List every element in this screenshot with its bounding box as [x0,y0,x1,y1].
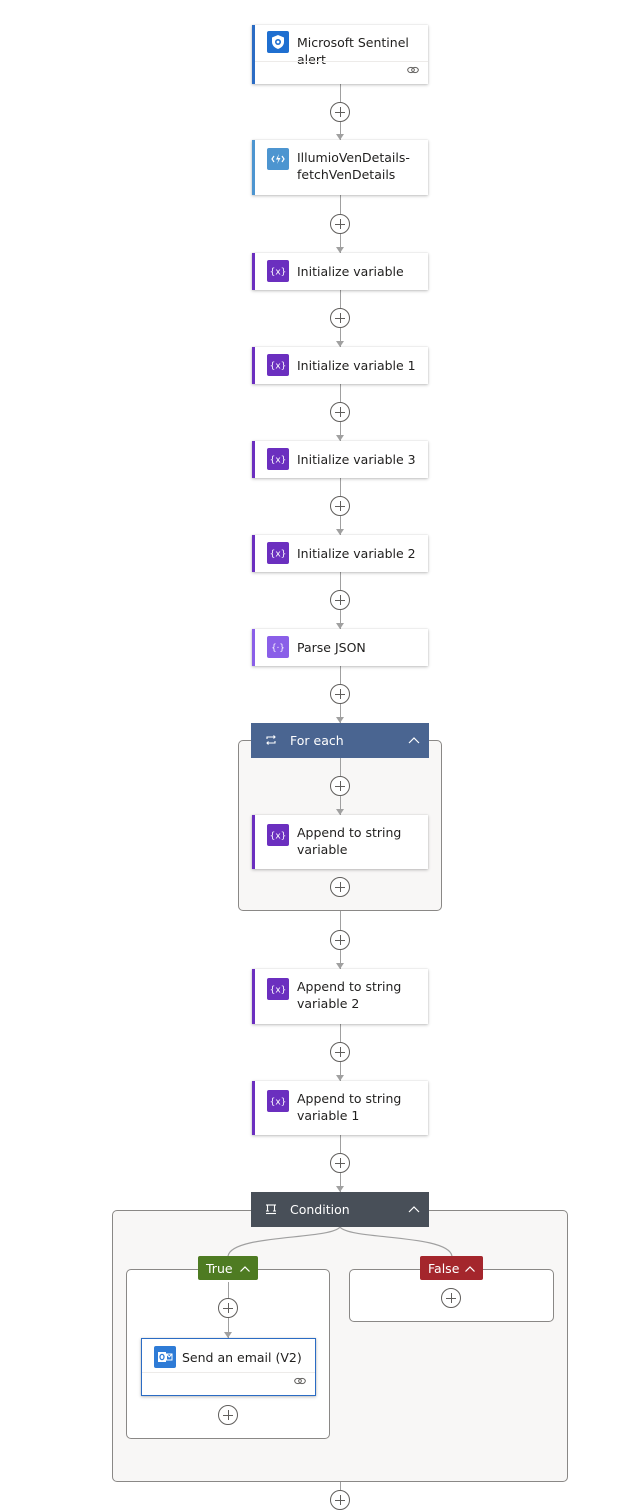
add-step-button[interactable] [330,930,350,950]
chevron-up-icon[interactable] [464,1262,476,1277]
parse-json-card[interactable]: {·} Parse JSON [252,629,428,666]
step-title: Initialize variable 1 [297,358,416,373]
svg-text:{x}: {x} [270,1098,286,1108]
add-step-button[interactable] [330,496,350,516]
link-icon[interactable] [407,59,419,78]
link-icon[interactable] [294,1370,306,1389]
true-branch-tag[interactable]: True [198,1256,258,1280]
condition-header[interactable]: Condition [251,1192,429,1227]
add-step-button[interactable] [330,1153,350,1173]
step-title: Append to string variable [297,825,402,857]
add-step-button[interactable] [218,1298,238,1318]
add-step-button[interactable] [330,1490,350,1510]
add-step-button[interactable] [330,684,350,704]
step-title: Append to string variable 1 [297,1091,402,1123]
step-title: Initialize variable 2 [297,546,416,561]
chevron-up-icon[interactable] [407,1202,421,1217]
step-title: Microsoft Sentinel alert [297,35,409,67]
add-step-button[interactable] [330,776,350,796]
card-footer [255,61,428,84]
svg-text:{x}: {x} [270,986,286,996]
append-string-variable-2-card[interactable]: {x} Append to string variable 2 [252,969,428,1024]
svg-text:{x}: {x} [270,362,286,372]
step-title: IllumioVenDetails- fetchVenDetails [297,150,410,182]
svg-text:{·}: {·} [271,644,285,654]
step-title: Send an email (V2) [182,1350,302,1365]
false-branch-label: False [428,1261,460,1276]
for-each-label: For each [290,733,344,748]
condition-icon [265,1203,277,1218]
variable-braces-icon: {x} [267,260,289,282]
json-braces-icon: {·} [267,636,289,658]
add-step-button[interactable] [330,590,350,610]
append-string-variable-1-card[interactable]: {x} Append to string variable 1 [252,1081,428,1135]
initialize-variable-3-card[interactable]: {x} Initialize variable 3 [252,441,428,478]
step-title: Initialize variable 3 [297,452,416,467]
variable-braces-icon: {x} [267,542,289,564]
variable-braces-icon: {x} [267,978,289,1000]
condition-label: Condition [290,1202,350,1217]
step-title: Initialize variable [297,264,404,279]
add-step-button[interactable] [441,1288,461,1308]
step-title: Parse JSON [297,640,366,655]
chevron-up-icon[interactable] [239,1262,251,1277]
card-footer [142,1372,315,1395]
add-step-button[interactable] [330,402,350,422]
false-branch-tag[interactable]: False [420,1256,483,1280]
loop-icon [265,734,277,749]
variable-braces-icon: {x} [267,1090,289,1112]
outlook-icon [154,1346,176,1368]
svg-text:{x}: {x} [270,268,286,278]
chevron-up-icon[interactable] [407,733,421,748]
svg-text:{x}: {x} [270,550,286,560]
illumio-ven-details-card[interactable]: IllumioVenDetails- fetchVenDetails [252,140,428,195]
send-email-card[interactable]: Send an email (V2) [141,1338,316,1396]
sentinel-shield-icon [267,31,289,53]
svg-text:{x}: {x} [270,832,286,842]
true-branch-label: True [206,1261,233,1276]
add-step-button[interactable] [330,877,350,897]
sentinel-alert-trigger-card[interactable]: Microsoft Sentinel alert [252,25,428,84]
initialize-variable-2-card[interactable]: {x} Initialize variable 2 [252,535,428,572]
add-step-button[interactable] [330,308,350,328]
azure-function-icon [267,148,289,170]
add-step-button[interactable] [218,1405,238,1425]
add-step-button[interactable] [330,102,350,122]
append-string-variable-card[interactable]: {x} Append to string variable [252,815,428,869]
variable-braces-icon: {x} [267,448,289,470]
add-step-button[interactable] [330,1042,350,1062]
initialize-variable-card[interactable]: {x} Initialize variable [252,253,428,290]
initialize-variable-1-card[interactable]: {x} Initialize variable 1 [252,347,428,384]
for-each-header[interactable]: For each [251,723,429,758]
svg-text:{x}: {x} [270,456,286,466]
step-title: Append to string variable 2 [297,979,402,1011]
variable-braces-icon: {x} [267,824,289,846]
variable-braces-icon: {x} [267,354,289,376]
add-step-button[interactable] [330,214,350,234]
branch-connectors [227,1226,453,1257]
